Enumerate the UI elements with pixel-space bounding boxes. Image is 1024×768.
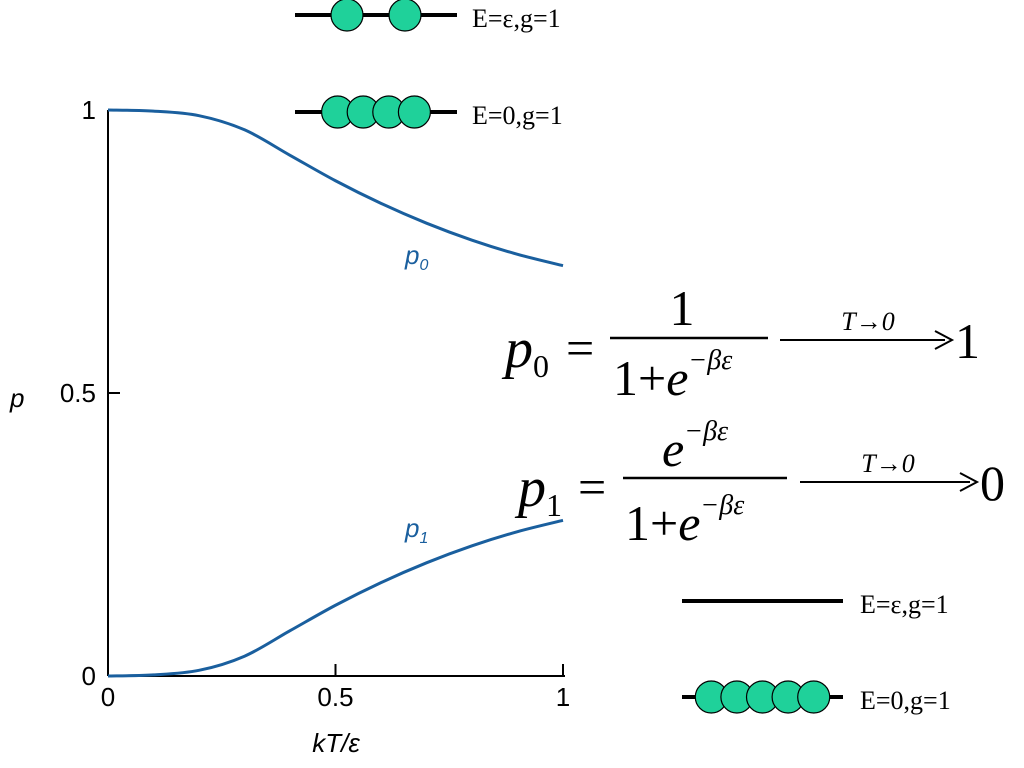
eq-p1-equals: =: [578, 459, 606, 515]
y-tick-label: 0: [82, 661, 96, 691]
x-tick-label: 1: [556, 682, 570, 712]
energy-level-label: E=ε,g=1: [860, 590, 949, 619]
eq-p0-numerator: 1: [670, 280, 695, 336]
eq-p0-denominator: 1+e−βε: [613, 345, 732, 406]
axes: [107, 110, 565, 677]
eq-p1-result: 0: [980, 455, 1005, 511]
eq-p1-lhs: p1: [514, 457, 562, 523]
equation-p0: p0 = 1 1+e−βε T→0 1: [501, 280, 980, 406]
eq-p0-lhs: p0: [501, 318, 549, 384]
particle-icon: [797, 680, 831, 714]
energy-level-label: E=ε,g=1: [472, 4, 561, 33]
eq-p0-result: 1: [955, 313, 980, 369]
particle-icon: [330, 0, 364, 32]
x-tick-label: 0: [101, 682, 115, 712]
y-axis-label: p: [9, 383, 24, 413]
eq-p1-limit: T→0: [861, 449, 914, 478]
eq-p0-arrow-head: [934, 330, 955, 350]
series-label-p0: p0: [404, 240, 428, 274]
bottom-level-0: E=ε,g=1: [682, 590, 949, 619]
eq-p1-numerator: e−βε: [662, 416, 728, 477]
top-level-1: E=0,g=1: [295, 95, 563, 130]
x-axis-label: kT/ε: [312, 728, 360, 758]
series-line-p1: [107, 518, 564, 678]
series-line-p0: [107, 108, 564, 268]
eq-p0-limit: T→0: [841, 307, 894, 336]
equation-p1: p1 = e−βε 1+e−βε T→0 0: [514, 416, 1005, 551]
energy-level-diagrams: E=ε,g=1E=0,g=1E=ε,g=1E=0,g=1: [295, 0, 951, 715]
bottom-level-1: E=0,g=1: [682, 680, 951, 715]
y-tick-label: 1: [82, 95, 96, 125]
y-tick-label: 0.5: [60, 378, 96, 408]
series-label-p1: p1: [404, 513, 428, 547]
eq-p0-equals: =: [566, 320, 594, 376]
top-level-0: E=ε,g=1: [295, 0, 561, 33]
particle-icon: [388, 0, 422, 32]
eq-p1-denominator: 1+e−βε: [625, 490, 744, 551]
eq-p1-arrow-head: [959, 472, 980, 492]
series-lines: [107, 108, 564, 678]
energy-level-label: E=0,g=1: [860, 686, 951, 715]
energy-level-label: E=0,g=1: [472, 101, 563, 130]
y-ticks: 00.51: [60, 95, 120, 691]
particle-icon: [397, 95, 431, 129]
x-tick-label: 0.5: [317, 682, 353, 712]
